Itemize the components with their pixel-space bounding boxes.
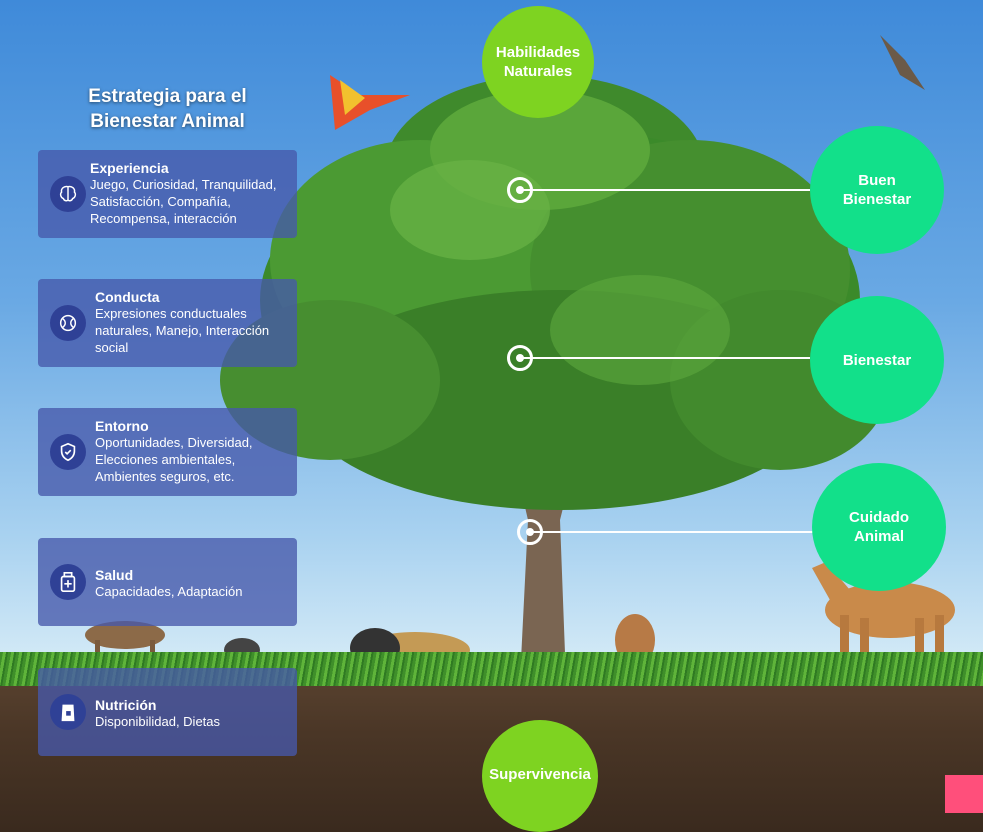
card-heading: Conducta	[95, 289, 160, 305]
card-salud[interactable]: Salud Capacidades, Adaptación	[38, 538, 297, 626]
shield-check-icon	[50, 434, 86, 470]
card-experiencia[interactable]: Experiencia Juego, Curiosidad, Tranquili…	[38, 150, 297, 238]
card-nutricion[interactable]: Nutrición Disponibilidad, Dietas	[38, 668, 297, 756]
eagle-bird	[880, 35, 925, 90]
node-bienestar[interactable]	[507, 345, 533, 371]
circle-label: Buen Bienestar	[842, 172, 912, 208]
brain-icon	[50, 176, 86, 212]
card-body: Disponibilidad, Dietas	[95, 714, 221, 729]
circle-bienestar[interactable]: Bienestar	[810, 296, 944, 424]
accent-square	[945, 775, 983, 813]
card-body: Juego, Curiosidad, Tranquilidad, Satisfa…	[90, 177, 277, 226]
medicine-bottle-icon	[50, 564, 86, 600]
node-cuidado[interactable]	[517, 519, 543, 545]
ball-icon	[50, 305, 86, 341]
card-body: Oportunidades, Diversidad, Elecciones am…	[95, 435, 253, 484]
circle-cuidado-animal[interactable]: Cuidado Animal	[812, 463, 946, 591]
circle-buen-bienestar[interactable]: Buen Bienestar	[810, 126, 944, 254]
card-entorno[interactable]: Entorno Oportunidades, Diversidad, Elecc…	[38, 408, 297, 496]
page-title: Estrategia para el Bienestar Animal	[88, 86, 247, 132]
card-heading: Salud	[95, 567, 134, 583]
card-heading: Experiencia	[90, 160, 169, 176]
card-body: Expresiones conductuales naturales, Mane…	[95, 306, 270, 355]
food-bag-icon	[50, 694, 86, 730]
card-heading: Nutrición	[95, 697, 157, 713]
connector-bienestar	[520, 357, 810, 359]
card-heading: Entorno	[95, 418, 149, 434]
circle-label: Habilidades Naturales	[495, 44, 581, 80]
connector-buen-bienestar	[520, 189, 810, 191]
circle-label: Bienestar	[842, 351, 912, 369]
macaw-bird	[330, 75, 410, 130]
node-buen-bienestar[interactable]	[507, 177, 533, 203]
circle-label: Supervivencia	[489, 766, 591, 783]
card-body: Capacidades, Adaptación	[95, 584, 243, 599]
circle-habilidades[interactable]: Habilidades Naturales	[482, 6, 594, 118]
circle-supervivencia[interactable]: Supervivencia	[482, 720, 598, 832]
tree-foliage	[220, 75, 890, 510]
connector-cuidado	[530, 531, 815, 533]
circle-label: Cuidado Animal	[849, 509, 909, 545]
horse-animal	[812, 562, 955, 668]
card-conducta[interactable]: Conducta Expresiones conductuales natura…	[38, 279, 297, 367]
